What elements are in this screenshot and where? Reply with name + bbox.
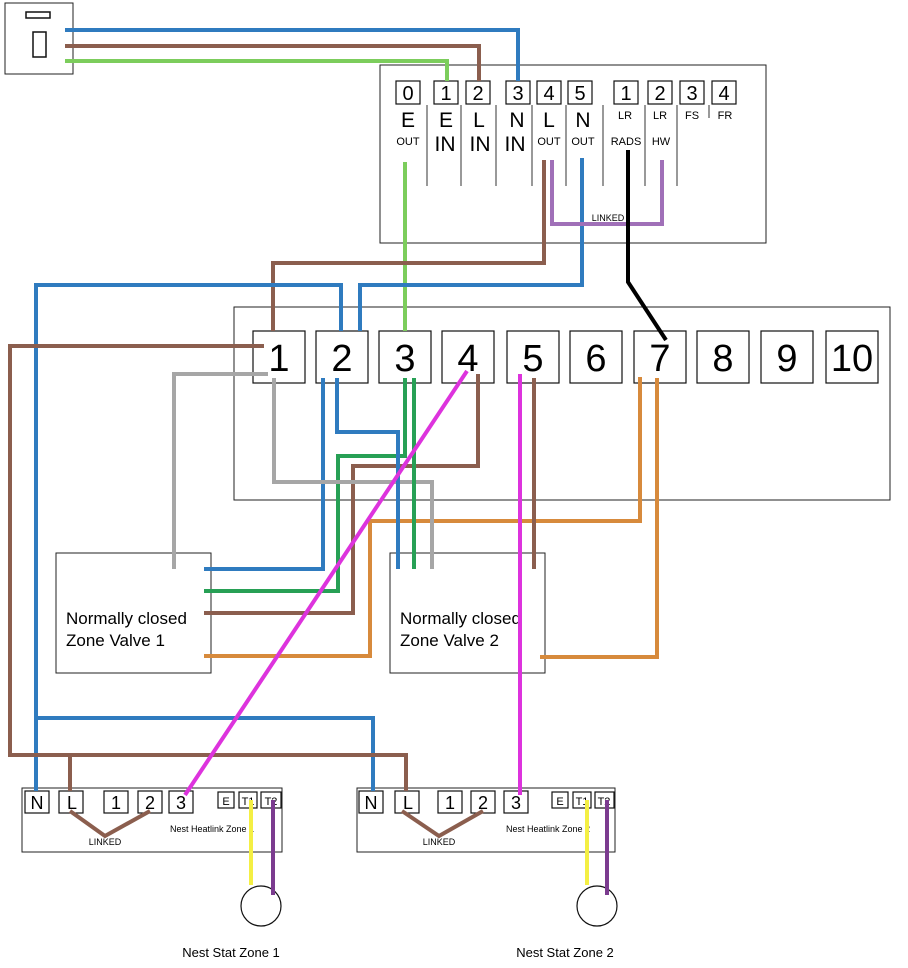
zone-valve-labels: Normally closed Zone Valve 1 Normally cl… xyxy=(66,609,521,650)
wire-zv1-brown xyxy=(204,374,480,615)
programmer-label-line2: IN xyxy=(505,133,526,156)
heatlink-1-terminal-label: 3 xyxy=(176,793,186,813)
heatlink-2-terminal-label: L xyxy=(403,793,413,813)
heatlink-2-terminal-label: 2 xyxy=(478,793,488,813)
wire-heatlink-2-link xyxy=(400,809,484,839)
fused-spur-switch xyxy=(4,2,74,75)
junction-terminal-number: 5 xyxy=(522,338,543,380)
wire-zv1-blue xyxy=(204,378,325,571)
nest-stat-1-label: Nest Stat Zone 1 xyxy=(182,945,280,960)
junction-terminal-number: 2 xyxy=(331,338,352,380)
programmer-linked-label: LINKED xyxy=(592,213,625,223)
wire-zv1-green xyxy=(204,378,407,593)
heatlink-2-terminal-label: N xyxy=(365,793,378,813)
programmer-terminal-number: 4 xyxy=(718,83,729,105)
programmer-label-line1: LR xyxy=(618,110,632,122)
programmer-terminal-number: 1 xyxy=(620,83,631,105)
junction-terminal-numbers: 1 2 3 4 5 6 7 8 9 10 xyxy=(268,338,873,380)
programmer-label-line2: OUT xyxy=(396,136,420,148)
junction-terminal-number: 7 xyxy=(649,338,670,380)
programmer-terminal-labels: E OUT E IN L IN N IN L OUT N OUT LR RADS… xyxy=(396,109,732,156)
wire-heatlink-1-link xyxy=(68,809,151,839)
programmer-label-line2: RADS xyxy=(611,136,642,148)
heatlink-1-terminal-label: 1 xyxy=(111,793,121,813)
programmer-terminal-number: 2 xyxy=(654,83,665,105)
programmer-dividers xyxy=(426,105,710,186)
wire-programmer-link xyxy=(550,160,664,226)
wire-heatlink-1-switched xyxy=(183,369,469,797)
programmer-terminal-number: 0 xyxy=(402,83,413,105)
junction-terminal-squares xyxy=(252,330,879,384)
wire-spur-live xyxy=(65,44,481,81)
programmer-label-line1: E xyxy=(439,109,453,132)
programmer-label-line2: OUT xyxy=(571,136,595,148)
zone-valve-2-line2: Zone Valve 2 xyxy=(400,631,499,650)
spur-switch-rocker xyxy=(32,31,47,58)
heatlink-2-name: Nest Heatlink Zone 2 xyxy=(506,824,590,834)
programmer-terminal-number: 1 xyxy=(440,83,451,105)
wire-zv1-grey xyxy=(172,372,268,569)
zone-valve-1-line2: Zone Valve 1 xyxy=(66,631,165,650)
programmer-terminal-numbers: 0 1 2 3 4 5 1 2 3 4 xyxy=(402,83,729,105)
programmer-terminal-number: 3 xyxy=(686,83,697,105)
programmer-label-line1: FS xyxy=(685,110,699,122)
programmer-label-line1: E xyxy=(401,109,415,132)
programmer-label-line2: HW xyxy=(652,136,671,148)
programmer-label-line1: N xyxy=(575,109,590,132)
programmer-label-line2: IN xyxy=(470,133,491,156)
programmer-label-line1: L xyxy=(543,109,555,132)
nest-stat-2-label: Nest Stat Zone 2 xyxy=(516,945,614,960)
programmer-label-line1: LR xyxy=(653,110,667,122)
wire-neutral-out-to-junction-2 xyxy=(358,158,584,331)
heatlink-2-small-label: E xyxy=(556,796,563,808)
junction-terminal-number: 3 xyxy=(394,338,415,380)
heatlink-2-terminal-label: 3 xyxy=(511,793,521,813)
spur-fuse-slot xyxy=(25,11,51,19)
heatlink-1-linked-label: LINKED xyxy=(89,837,122,847)
junction-terminal-number: 10 xyxy=(831,338,873,380)
wire-zv2-orange xyxy=(540,378,659,659)
wire-zv1-orange xyxy=(204,377,642,658)
zone-valve-1-box xyxy=(55,552,212,674)
programmer-label-line2: OUT xyxy=(537,136,561,148)
programmer-terminal-number: 2 xyxy=(472,83,483,105)
wire-neutral-heatlinks xyxy=(34,283,343,791)
wire-rads-to-junction-7 xyxy=(626,150,668,342)
wire-zv2-blue xyxy=(335,378,400,569)
heatlink-2-linked-label: LINKED xyxy=(423,837,456,847)
wire-zv2-grey xyxy=(272,378,434,569)
heatlink-1-terminal-label: L xyxy=(67,793,77,813)
programmer-terminal-number: 5 xyxy=(574,83,585,105)
heatlink-1-terminal-label: N xyxy=(31,793,44,813)
heatlink-2-terminals xyxy=(358,790,615,814)
heatlink-1-name: Nest Heatlink Zone 1 xyxy=(170,824,254,834)
heatlink-1-terminal-label: 2 xyxy=(145,793,155,813)
junction-terminal-number: 9 xyxy=(776,338,797,380)
nest-stat-2-circle xyxy=(576,885,618,927)
junction-terminal-number: 1 xyxy=(268,338,289,380)
programmer-label-line1: L xyxy=(473,109,485,132)
heatlink-1-small-label: E xyxy=(222,796,229,808)
wire-neutral-heatlink-2 xyxy=(36,716,375,791)
wire-live-out-to-junction-1 xyxy=(271,160,546,331)
programmer-terminal-squares xyxy=(395,80,737,105)
programmer-label-line1: FR xyxy=(718,110,733,122)
heatlink-1-terminal-labels: N L 1 2 3 xyxy=(31,793,187,813)
wire-spur-neutral xyxy=(65,28,520,81)
zone-valve-2-line1: Normally closed xyxy=(400,609,521,628)
wire-spur-earth xyxy=(65,59,449,81)
junction-terminal-number: 8 xyxy=(712,338,733,380)
nest-stat-1-circle xyxy=(240,885,282,927)
junction-terminal-number: 6 xyxy=(585,338,606,380)
programmer-terminal-number: 3 xyxy=(512,83,523,105)
programmer-label-line2: IN xyxy=(435,133,456,156)
junction-terminal-number: 4 xyxy=(457,338,478,380)
programmer-terminal-number: 4 xyxy=(543,83,554,105)
wire-live-heatlink-1 xyxy=(10,753,72,791)
programmer-label-line1: N xyxy=(509,109,524,132)
zone-valve-1-line1: Normally closed xyxy=(66,609,187,628)
heatlink-2-terminal-label: 1 xyxy=(445,793,455,813)
heatlink-2-terminal-labels: N L 1 2 3 xyxy=(365,793,522,813)
